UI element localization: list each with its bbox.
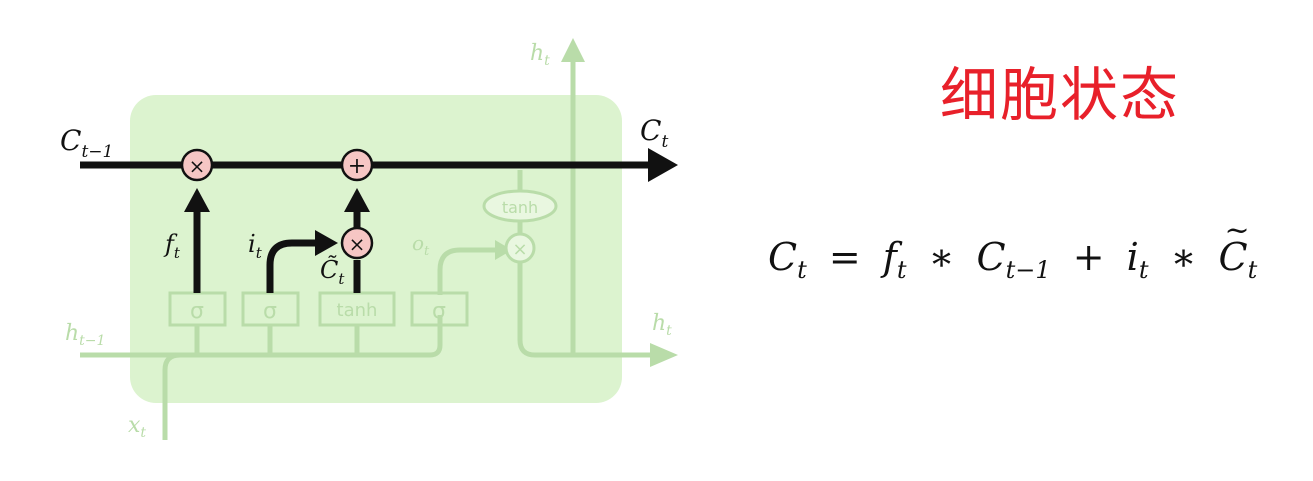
input-multiply-circle <box>340 226 374 260</box>
input-multiply-symbol: × <box>349 232 366 256</box>
label-x: xt <box>128 413 146 441</box>
output-gate-label: σ <box>432 299 446 324</box>
formula-i: i <box>1126 235 1139 279</box>
cell-state-arrowhead <box>648 148 678 182</box>
add-circle <box>340 148 374 182</box>
label-o: ot <box>412 231 430 259</box>
arrow-o-gate <box>495 240 512 260</box>
arrow-h-right <box>650 343 678 367</box>
formula-equals: = <box>828 235 861 279</box>
formula-lhs: C <box>768 235 798 279</box>
formula-c-prev-sub: t−1 <box>1005 256 1051 284</box>
formula-c-prev: C <box>976 235 1006 279</box>
forget-multiply-symbol: × <box>189 154 206 178</box>
arrow-input-right <box>315 230 338 256</box>
formula-lhs-sub: t <box>797 256 807 284</box>
arrow-h-up <box>561 38 585 62</box>
arrow-add-up <box>344 188 370 212</box>
label-c-tilde: C̃t <box>320 256 345 288</box>
output-gate-box <box>410 291 469 327</box>
label-h-prev: ht−1 <box>65 321 105 349</box>
output-multiply-symbol: × <box>512 239 527 260</box>
tanh-oval-label: tanh <box>502 198 538 217</box>
output-multiply-circle <box>504 232 536 264</box>
label-i: it <box>248 230 263 262</box>
formula-f: f <box>882 235 897 279</box>
faint-connections <box>80 60 650 440</box>
arrow-forget-up <box>184 188 210 212</box>
add-symbol: + <box>348 154 366 179</box>
candidate-gate-label: tanh <box>337 300 378 321</box>
cell-state-formula: Ct = ft ∗ Ct−1 + it ∗ Ct <box>768 196 1288 292</box>
formula-f-sub: t <box>896 256 907 284</box>
formula-star-1: ∗ <box>928 235 955 279</box>
formula-c-tilde-sub: t <box>1247 256 1258 284</box>
formula-i-sub: t <box>1138 256 1149 284</box>
formula-c-tilde: C <box>1218 196 1249 292</box>
tanh-oval <box>482 189 558 223</box>
label-h-right: ht <box>652 311 672 339</box>
formula-plus: + <box>1072 235 1105 279</box>
formula-star-2: ∗ <box>1170 235 1197 279</box>
lstm-cell-diagram: σ σ tanh σ tanh × × + × Ct−1 Ct ft it C̃… <box>60 38 678 441</box>
forget-gate-label: σ <box>190 299 204 324</box>
forget-multiply-circle <box>180 148 214 182</box>
input-gate-label: σ <box>263 299 277 324</box>
page-title: 细胞状态 <box>940 61 1181 129</box>
label-h-top: ht <box>530 41 550 69</box>
label-c-out: Ct <box>640 114 668 152</box>
label-c-prev: Ct−1 <box>60 124 113 162</box>
